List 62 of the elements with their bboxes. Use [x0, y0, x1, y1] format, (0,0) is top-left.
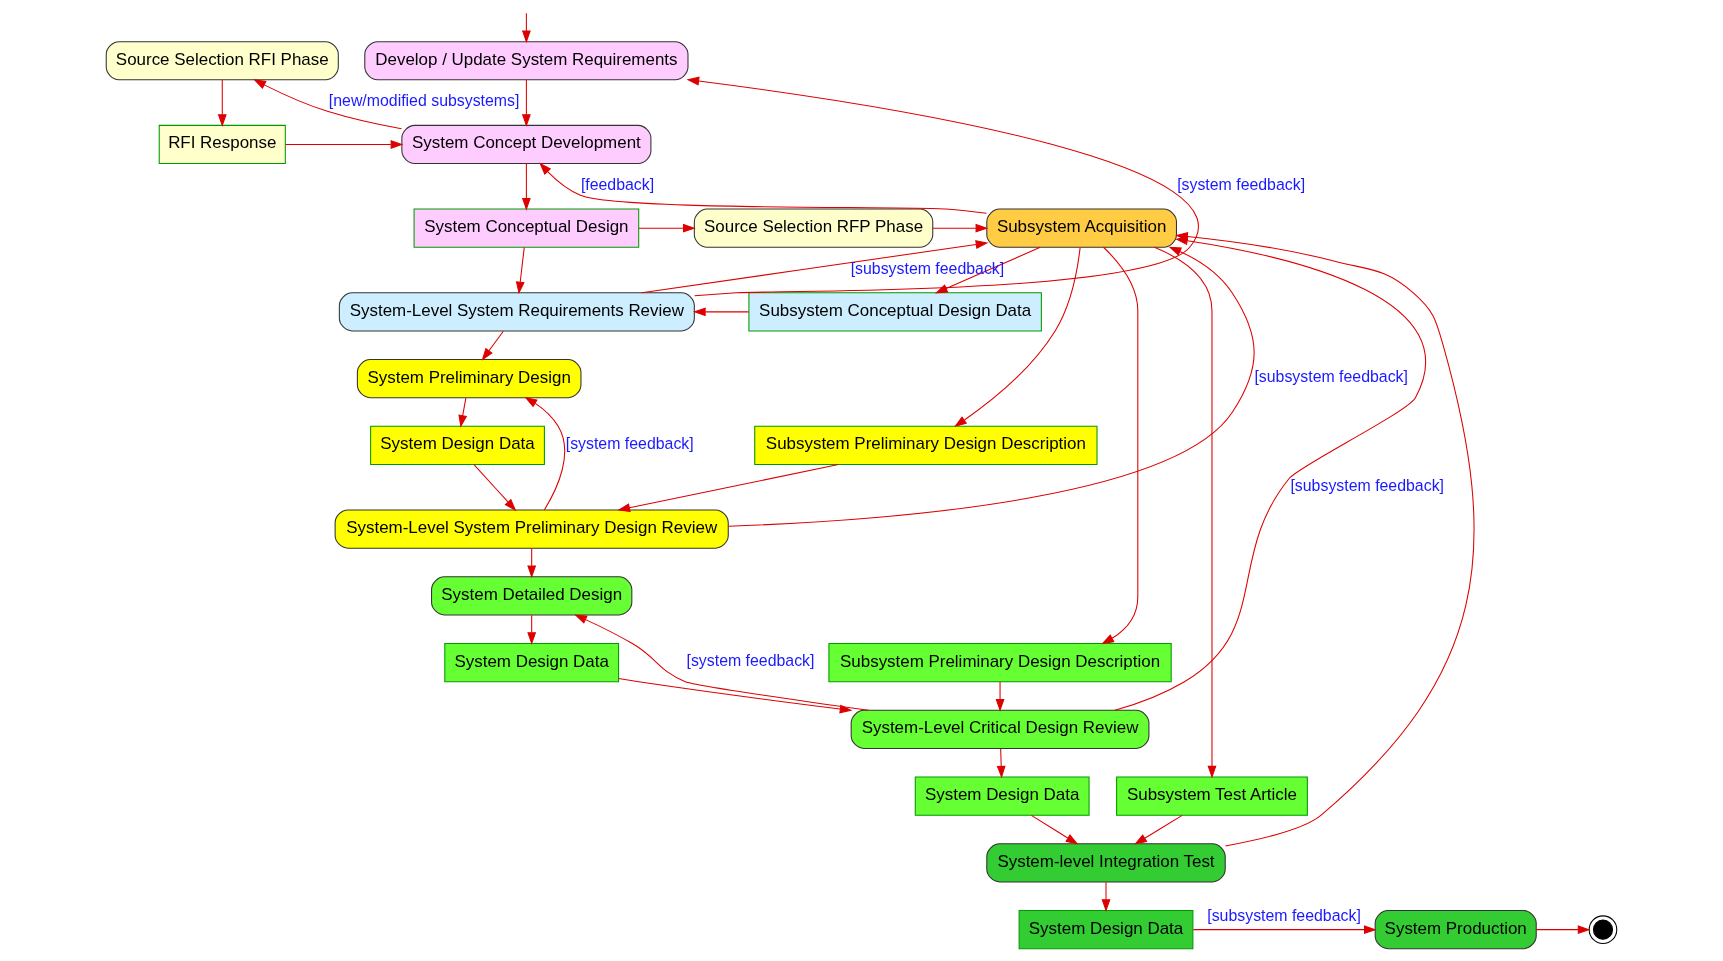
arrow	[638, 223, 696, 233]
node-circle	[1588, 915, 1618, 944]
node-box: Source Selection RFP Phase	[693, 208, 934, 248]
arrow	[524, 397, 566, 511]
edge-label: [subsystem feedback]	[1207, 907, 1361, 925]
arrow	[954, 246, 1081, 428]
arrow	[515, 246, 525, 295]
edge-label: [system feedback]	[686, 652, 815, 670]
node-box: Subsystem Preliminary Design Description	[828, 643, 1172, 683]
arrow	[574, 614, 869, 711]
arrow	[728, 246, 1255, 527]
arrow	[617, 464, 839, 513]
node-box: System-level Integration Test	[986, 843, 1226, 883]
arrow	[995, 681, 1005, 712]
arrow	[641, 240, 989, 294]
arrow	[481, 330, 504, 361]
arrow	[932, 223, 989, 233]
node-box: System Design Data	[444, 643, 620, 683]
arrow	[527, 614, 537, 645]
arrow	[1134, 814, 1183, 845]
arrow	[996, 748, 1006, 779]
node-box: Develop / Update System Requirements	[364, 41, 689, 81]
node-box: System-Level System Requirements Review	[338, 292, 695, 332]
node-box: Subsystem Preliminary Design Description	[754, 425, 1098, 465]
node-box: System Design Data	[914, 776, 1090, 816]
arrow	[253, 79, 402, 130]
node-box: System-Level System Preliminary Design Review	[334, 509, 729, 549]
edge-label: [new/modified subsystems]	[328, 92, 520, 110]
node-box: System-Level Critical Design Review	[850, 709, 1150, 749]
arrow	[1101, 246, 1139, 645]
arrow	[458, 397, 468, 428]
node-box: System Design Data	[1018, 910, 1194, 950]
node-box: Source Selection RFI Phase	[105, 41, 339, 81]
arrow	[539, 162, 988, 214]
arrow	[521, 163, 531, 211]
edge-label: [feedback]	[580, 176, 655, 194]
arrow	[1030, 814, 1079, 845]
arrow	[217, 79, 227, 127]
node-box: System Production	[1374, 910, 1537, 950]
arrow	[285, 140, 404, 149]
arrow	[1535, 925, 1591, 935]
node-box: System Conceptual Design	[413, 208, 640, 248]
node-box: System Preliminary Design	[356, 359, 582, 399]
arrow	[686, 76, 1199, 297]
node-box: Subsystem Test Article	[1116, 776, 1308, 816]
edge-label: [subsystem feedback]	[1254, 368, 1408, 386]
arrow	[1153, 246, 1217, 779]
arrow	[1101, 881, 1111, 912]
arrow	[618, 678, 853, 714]
arrow	[473, 464, 517, 512]
edge-label: [system feedback]	[1177, 176, 1306, 194]
node-box: System Design Data	[370, 425, 545, 465]
arrow	[521, 79, 531, 127]
node-box: System Detailed Design	[431, 576, 633, 616]
node-box: RFI Response	[158, 124, 286, 165]
node-box: Subsystem Conceptual Design Data	[748, 292, 1042, 332]
node-box: System Concept Development	[401, 124, 652, 165]
edge-label: [subsystem feedback]	[1290, 476, 1444, 494]
arrow	[692, 307, 750, 317]
node-box: Subsystem Acquisition	[986, 208, 1177, 248]
edge-label: [system feedback]	[565, 435, 694, 453]
arrow	[1192, 925, 1377, 935]
